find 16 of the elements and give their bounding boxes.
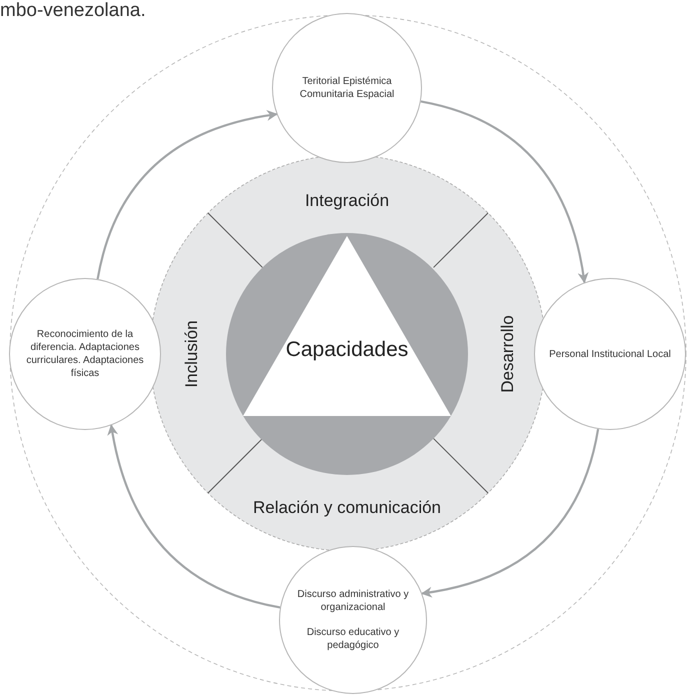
node-text: Discurso administrativo y organizacional xyxy=(296,588,410,614)
curved-arrow xyxy=(420,100,588,284)
ring-sector-label: Desarrollo xyxy=(495,294,521,414)
curved-arrow xyxy=(96,110,278,280)
ring-sector-label: Inclusión xyxy=(179,294,205,414)
node-text: Reconocimiento de la diferencia. Adaptaciones curriculares. Adaptaciones físicas xyxy=(25,328,145,380)
triangle xyxy=(243,236,451,416)
curved-arrow xyxy=(421,428,600,598)
node-text: Discurso educativo y pedagógico xyxy=(306,626,400,652)
caption-fragment: mbo-venezolana. xyxy=(0,0,146,22)
triangle-text: Capacidades xyxy=(286,337,408,363)
ring-sector-label: Relación y comunicación xyxy=(232,495,462,521)
curved-arrow xyxy=(108,424,280,608)
node-text: Teritorial Epistémica Comunitaria Espacial xyxy=(298,75,396,101)
ring-sector-label: Integración xyxy=(267,188,427,214)
node-text: Personal Institucional Local xyxy=(549,348,671,360)
